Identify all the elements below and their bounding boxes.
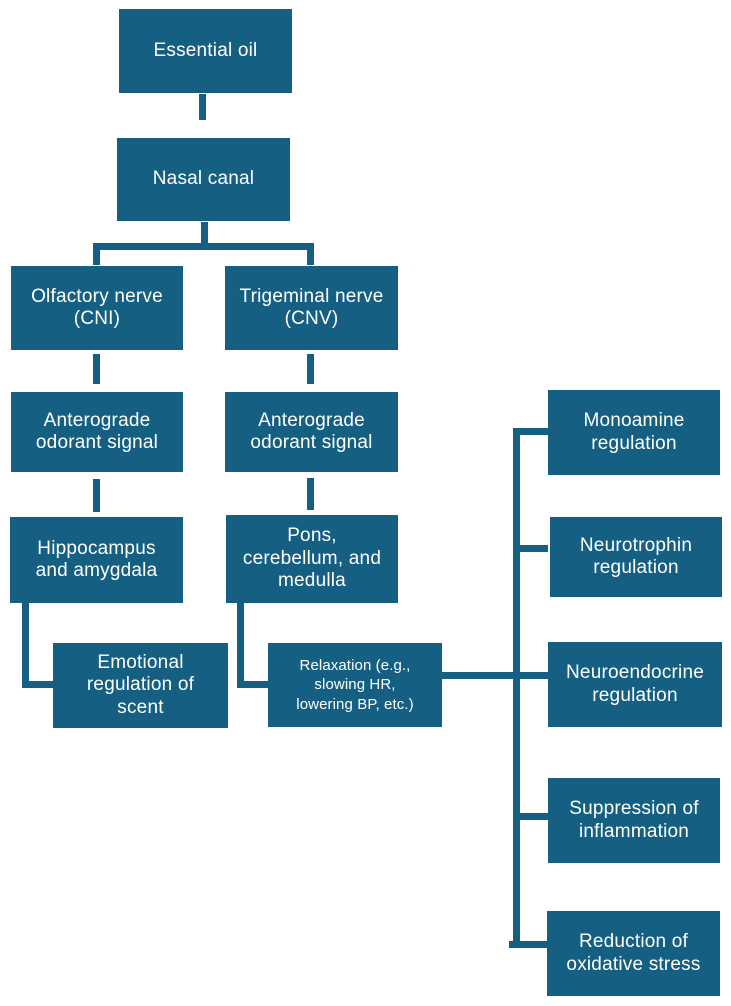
connector-essential-to-nasal xyxy=(199,94,206,120)
connector-anterograde-to-hippocampus xyxy=(93,479,100,512)
connector-split-left-tick xyxy=(93,243,100,265)
connector-split-horizontal xyxy=(93,243,314,250)
node-hippocampus-amygdala: Hippocampus and amygdala xyxy=(10,517,183,603)
connector-anterograde-to-pons xyxy=(307,478,314,510)
node-relaxation: Relaxation (e.g., slowing HR, lowering B… xyxy=(268,643,442,727)
node-emotional-regulation: Emotional regulation of scent xyxy=(53,643,228,728)
node-monoamine-regulation: Monoamine regulation xyxy=(548,390,720,475)
node-essential-oil: Essential oil xyxy=(119,9,292,93)
connector-stub-neurotrophin xyxy=(513,545,548,552)
node-neuroendocrine-regulation: Neuroendocrine regulation xyxy=(548,642,722,727)
connector-trigeminal-to-anterograde xyxy=(307,354,314,384)
node-trigeminal-nerve: Trigeminal nerve (CNV) xyxy=(225,266,398,350)
node-pons-cerebellum-medulla: Pons, cerebellum, and medulla xyxy=(226,515,398,603)
connector-stub-reduction xyxy=(509,941,548,948)
connector-hippocampus-elbow-horizontal xyxy=(22,681,53,688)
connector-olfactory-to-anterograde xyxy=(93,354,100,384)
connector-stub-monoamine xyxy=(513,428,548,435)
connector-pons-elbow-horizontal xyxy=(237,681,268,688)
node-reduction-oxidative-stress: Reduction of oxidative stress xyxy=(547,911,720,996)
node-anterograde-signal-left: Anterograde odorant signal xyxy=(11,392,183,472)
node-nasal-canal: Nasal canal xyxy=(117,138,290,221)
node-neurotrophin-regulation: Neurotrophin regulation xyxy=(550,517,722,597)
connector-split-right-tick xyxy=(307,243,314,265)
connector-hippocampus-elbow-vertical xyxy=(22,603,29,688)
node-suppression-inflammation: Suppression of inflammation xyxy=(548,778,720,863)
node-olfactory-nerve: Olfactory nerve (CNI) xyxy=(11,266,183,350)
connector-relaxation-to-spine xyxy=(442,672,548,679)
connector-pons-elbow-vertical xyxy=(237,603,244,688)
connector-stub-suppression xyxy=(513,813,548,820)
connector-nasal-stub xyxy=(201,222,208,246)
node-anterograde-signal-right: Anterograde odorant signal xyxy=(225,392,398,472)
connector-right-spine xyxy=(513,428,520,948)
